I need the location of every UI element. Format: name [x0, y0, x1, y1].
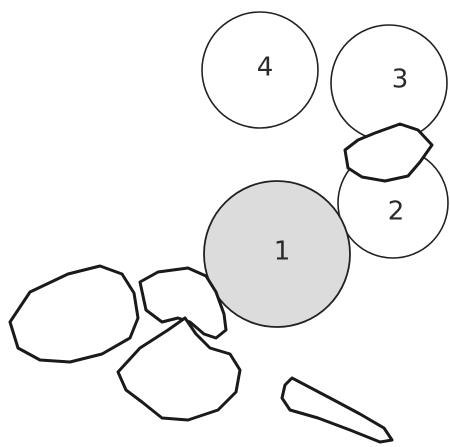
fragment-bottom-right [282, 378, 392, 442]
fragment-left [10, 266, 138, 362]
circle-1-label: 1 [274, 237, 291, 267]
circle-3: 3 [331, 25, 447, 141]
circle-4: 4 [202, 12, 318, 128]
circle-2-label: 2 [388, 197, 405, 227]
circle-1: 1 [204, 181, 350, 327]
circle-4-label: 4 [257, 53, 274, 83]
circle-3-label: 3 [392, 65, 409, 95]
